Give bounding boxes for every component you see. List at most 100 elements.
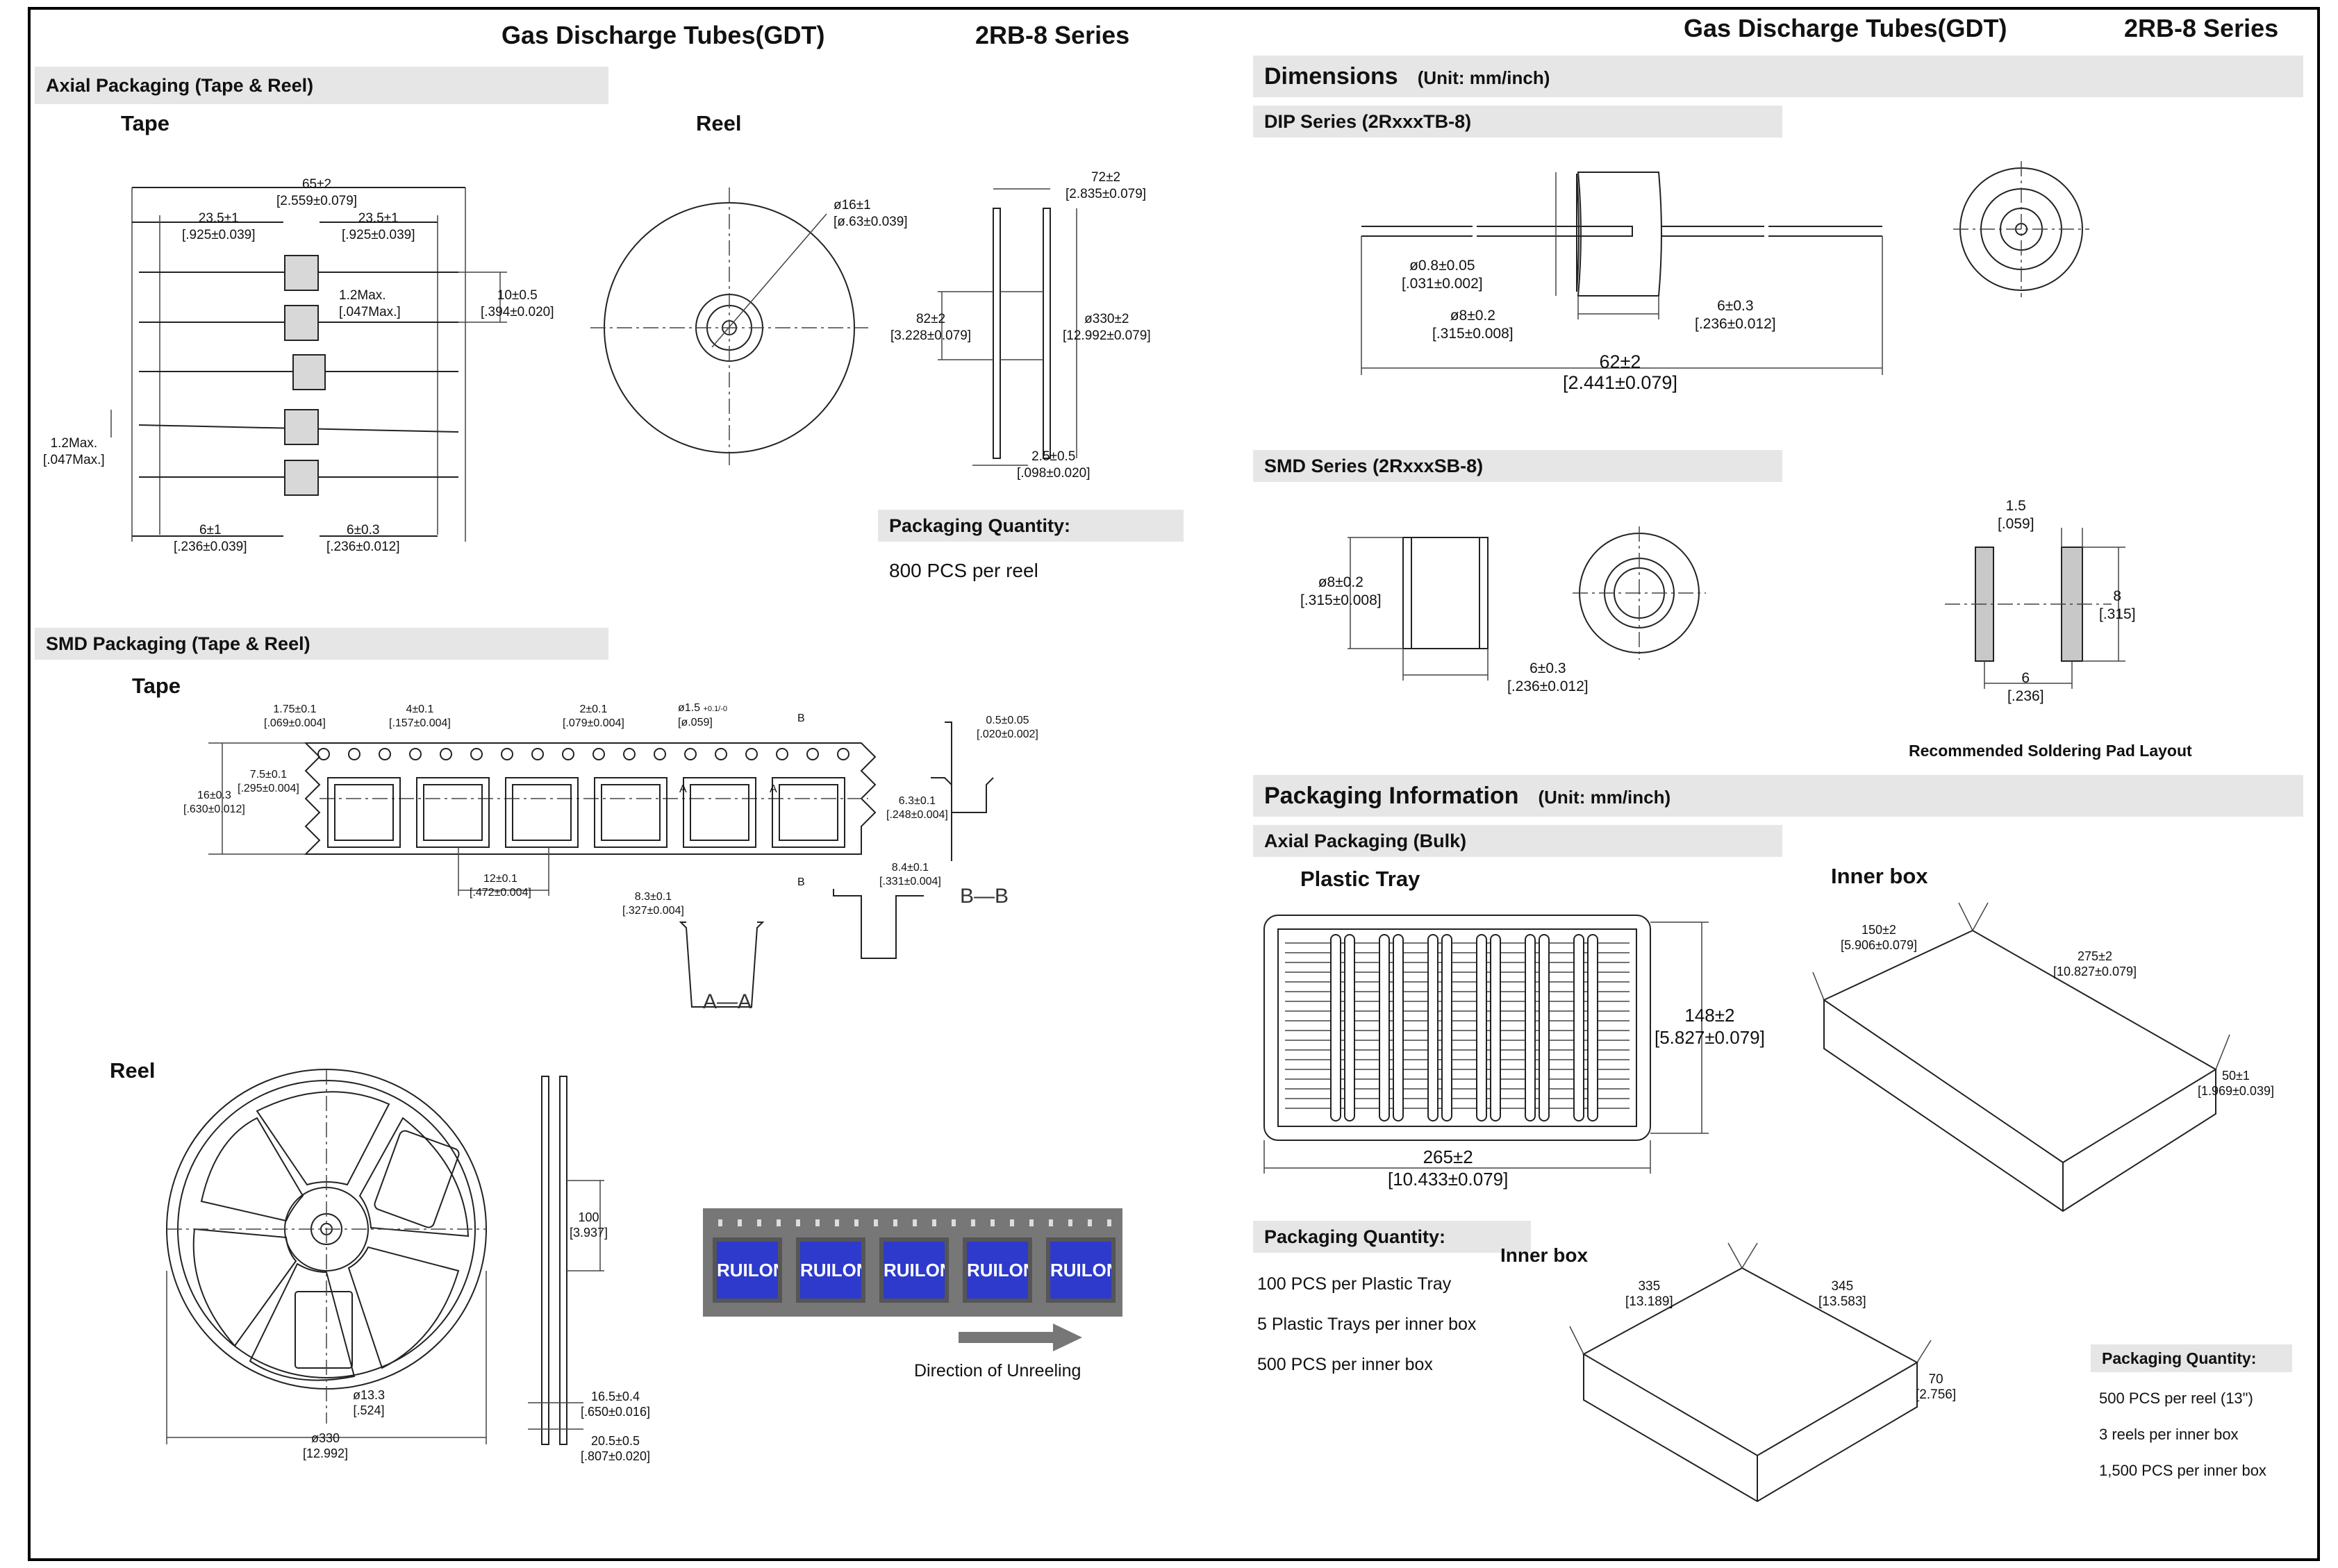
inner-box-1-label: Inner box bbox=[1831, 864, 1928, 888]
dip-dim-total: 62±2[2.441±0.079] bbox=[1563, 351, 1677, 393]
smd-reel-dim-dia: ø330[12.992] bbox=[303, 1431, 349, 1460]
smd-dim-d9: 0.5±0.05[.020±0.002] bbox=[977, 715, 1038, 740]
pad-dim-height: 8[.315] bbox=[2099, 588, 2136, 622]
smd-tape-label: Tape bbox=[132, 674, 181, 698]
section-bb-label: B—B bbox=[960, 885, 1009, 908]
tray-dim-h: 148±2[5.827±0.079] bbox=[1655, 1005, 1765, 1048]
component-5: RUILON bbox=[1046, 1237, 1116, 1303]
qty2-line-3: 1,500 PCS per inner box bbox=[2099, 1462, 2266, 1479]
smd-series-drawing bbox=[1348, 526, 2125, 689]
reel-dim-dia: ø330±2[12.992±0.079] bbox=[1063, 312, 1151, 343]
component-1: RUILON bbox=[713, 1237, 782, 1303]
dimensions-unit: (Unit: mm/inch) bbox=[1417, 67, 1550, 88]
qty2-list: 500 PCS per reel (13") 3 reels per inner… bbox=[2099, 1381, 2266, 1489]
direction-label: Direction of Unreeling bbox=[914, 1361, 1081, 1381]
qty2-line-2: 3 reels per inner box bbox=[2099, 1426, 2239, 1443]
axial-reel-drawing bbox=[590, 187, 1077, 466]
axial-qty-text: 800 PCS per reel bbox=[889, 560, 1038, 581]
inner-box-2-drawing bbox=[1569, 1242, 1932, 1503]
smd-dim-body: ø8±0.2[.315±0.008] bbox=[1300, 574, 1382, 608]
smd-reel-dim-inner: 100[3.937] bbox=[570, 1210, 608, 1240]
smd-reel-drawing bbox=[166, 1069, 604, 1445]
smd-dim-len: 6±0.3[.236±0.012] bbox=[1507, 660, 1589, 694]
right-header-title: Gas Discharge Tubes(GDT) bbox=[1684, 14, 2007, 42]
section-aa-label: A—A bbox=[703, 990, 752, 1013]
component-2: RUILON bbox=[796, 1237, 865, 1303]
section-a-mark-2: A bbox=[770, 783, 777, 795]
axial-dim-pitch: 10±0.5[.394±0.020] bbox=[481, 288, 554, 319]
pad-dim-width: 1.5[.059] bbox=[1998, 498, 2034, 532]
innerbox1-dim-b: 275±2[10.827±0.079] bbox=[2053, 949, 2137, 978]
component-4: RUILON bbox=[963, 1237, 1032, 1303]
dip-series-bar: DIP Series (2RxxxTB-8) bbox=[1253, 106, 1782, 137]
qty2-line-1: 500 PCS per reel (13") bbox=[2099, 1390, 2253, 1407]
dip-dim-body: ø8±0.2[.315±0.008] bbox=[1432, 308, 1514, 342]
axial-dim-bottom-right: 6±0.3[.236±0.012] bbox=[326, 523, 400, 554]
axial-dim-misalign: 1.2Max.[.047Max.] bbox=[339, 288, 401, 319]
smd-reel-dim-w2: 20.5±0.5[.807±0.020] bbox=[581, 1434, 650, 1463]
axial-tape-label: Tape bbox=[121, 111, 170, 135]
innerbox1-dim-a: 150±2[5.906±0.079] bbox=[1841, 923, 1917, 952]
dip-drawing bbox=[1361, 161, 2089, 375]
axial-dim-bottom-left: 6±1[.236±0.039] bbox=[174, 523, 247, 554]
innerbox2-dim-c: 70[2.756] bbox=[1916, 1372, 1957, 1402]
qty-line-1: 100 PCS per Plastic Tray bbox=[1257, 1274, 1452, 1294]
section-b-mark-2: B bbox=[797, 876, 805, 888]
dip-dim-len: 6±0.3[.236±0.012] bbox=[1695, 298, 1776, 332]
dimensions-bar: Dimensions(Unit: mm/inch) bbox=[1253, 56, 2303, 97]
smd-dim-d8: 8.3±0.1[.327±0.004] bbox=[622, 891, 684, 917]
innerbox2-dim-a: 335[13.189] bbox=[1625, 1279, 1673, 1309]
smd-tape-drawing bbox=[208, 722, 994, 1008]
smd-reel-dim-hub: ø13.3[.524] bbox=[353, 1388, 385, 1417]
inner-box-2-label: Inner box bbox=[1500, 1244, 1589, 1266]
axial-qty-bar: Packaging Quantity: bbox=[878, 510, 1184, 542]
axial-dim-overall: 65±2[2.559±0.079] bbox=[276, 177, 358, 208]
qty-line-3: 500 PCS per inner box bbox=[1257, 1355, 1433, 1374]
page-frame bbox=[28, 7, 2320, 1561]
axial-reel-label: Reel bbox=[696, 111, 742, 135]
direction-arrow bbox=[959, 1324, 1082, 1351]
axial-dim-left-gap: 23.5±1[.925±0.039] bbox=[182, 211, 256, 242]
smd-dim-d10: 6.3±0.1[.248±0.004] bbox=[886, 795, 948, 821]
qty2-bar: Packaging Quantity: bbox=[2091, 1344, 2292, 1372]
smd-dim-d4: ø1.5 +0.1/-0[ø.059] bbox=[678, 702, 728, 728]
tray-dim-w: 265±2[10.433±0.079] bbox=[1388, 1146, 1509, 1190]
qty-bar: Packaging Quantity: bbox=[1253, 1221, 1531, 1253]
axial-dim-offset: 1.2Max.[.047Max.] bbox=[43, 436, 105, 467]
right-header-series: 2RB-8 Series bbox=[2124, 14, 2279, 42]
dip-dim-lead: ø0.8±0.05[.031±0.002] bbox=[1402, 258, 1483, 292]
smd-dim-d1: 1.75±0.1[.069±0.004] bbox=[264, 703, 326, 729]
innerbox1-dim-c: 50±1[1.969±0.039] bbox=[2198, 1069, 2274, 1098]
packaging-info-bar: Packaging Information(Unit: mm/inch) bbox=[1253, 775, 2303, 817]
plastic-tray-label: Plastic Tray bbox=[1300, 867, 1420, 891]
axial-tape-drawing bbox=[110, 187, 507, 542]
pad-layout-caption: Recommended Soldering Pad Layout bbox=[1909, 742, 2192, 760]
plastic-tray-drawing bbox=[1263, 915, 1709, 1174]
axial-bulk-bar: Axial Packaging (Bulk) bbox=[1253, 825, 1782, 857]
smd-series-bar: SMD Series (2RxxxSB-8) bbox=[1253, 450, 1782, 482]
smd-dim-d2: 4±0.1[.157±0.004] bbox=[389, 703, 451, 729]
packaging-info-unit: (Unit: mm/inch) bbox=[1538, 787, 1671, 808]
left-header-title: Gas Discharge Tubes(GDT) bbox=[501, 21, 825, 49]
left-header-series: 2RB-8 Series bbox=[975, 21, 1130, 49]
qty-list: 100 PCS per Plastic Tray 5 Plastic Trays… bbox=[1257, 1264, 1476, 1385]
smd-packaging-bar: SMD Packaging (Tape & Reel) bbox=[35, 628, 608, 660]
smd-dim-d6: 16±0.3[.630±0.012] bbox=[183, 790, 245, 815]
axial-packaging-bar: Axial Packaging (Tape & Reel) bbox=[35, 67, 608, 104]
innerbox2-dim-b: 345[13.583] bbox=[1818, 1279, 1866, 1309]
smd-reel-label: Reel bbox=[110, 1058, 156, 1083]
reel-dim-core: 82±2[3.228±0.079] bbox=[890, 312, 972, 343]
reel-dim-flange: 2.5±0.5[.098±0.020] bbox=[1017, 449, 1091, 481]
smd-reel-dim-w1: 16.5±0.4[.650±0.016] bbox=[581, 1390, 650, 1419]
smd-dim-d7: 12±0.1[.472±0.004] bbox=[470, 873, 531, 899]
smd-dim-d5: 7.5±0.1[.295±0.004] bbox=[238, 769, 299, 794]
section-a-mark-1: A bbox=[679, 783, 687, 795]
reel-dim-width: 72±2[2.835±0.079] bbox=[1066, 170, 1147, 201]
smd-dim-d11: 8.4±0.1[.331±0.004] bbox=[879, 862, 941, 887]
carrier-tape-photo: RUILON RUILON RUILON RUILON RUILON bbox=[703, 1208, 1122, 1317]
smd-dim-d3: 2±0.1[.079±0.004] bbox=[563, 703, 624, 729]
axial-dim-right-gap: 23.5±1[.925±0.039] bbox=[342, 211, 415, 242]
section-b-mark-1: B bbox=[797, 712, 805, 724]
pad-dim-gap: 6[.236] bbox=[2007, 670, 2044, 704]
component-3: RUILON bbox=[879, 1237, 949, 1303]
